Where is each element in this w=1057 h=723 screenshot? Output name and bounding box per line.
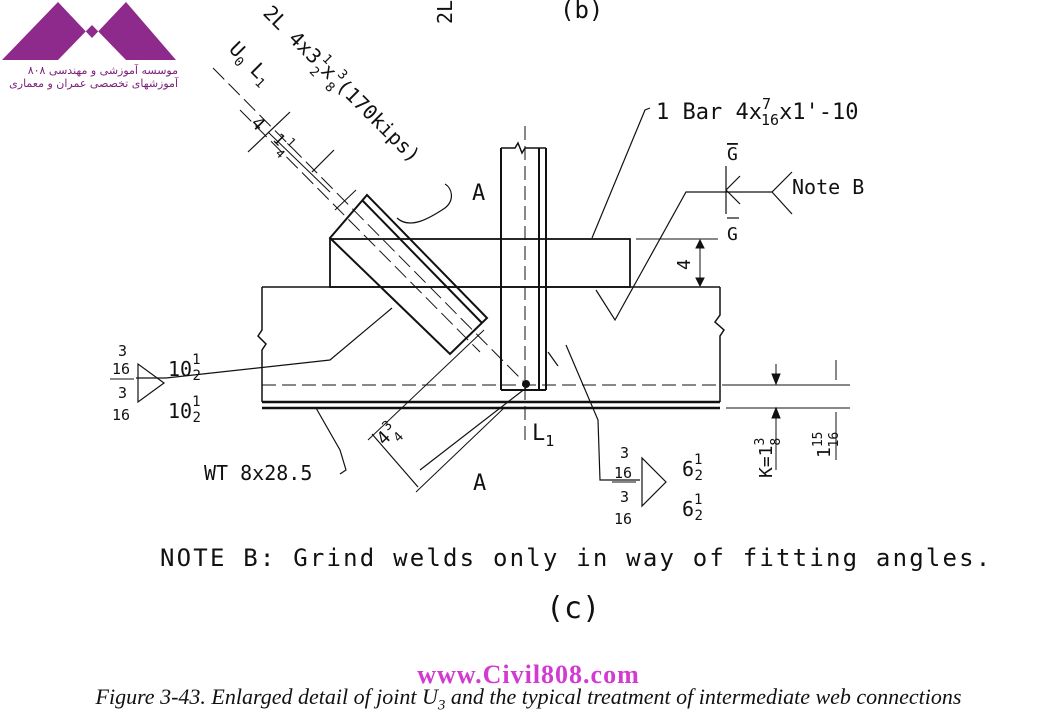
l1-label: L1 <box>532 421 554 450</box>
note-b-text: NOTE B: Grind welds only in way of fitti… <box>160 544 992 572</box>
top-2l-label: 2L <box>433 0 457 24</box>
vertical-member <box>500 126 547 440</box>
weld-symbol-right <box>641 456 667 508</box>
svg-text:3: 3 <box>620 488 629 506</box>
wt-chord <box>257 286 850 410</box>
weld-symbol-left <box>137 362 166 404</box>
svg-text:16: 16 <box>614 510 632 528</box>
dim-right-4: 4 <box>674 259 695 270</box>
svg-text:4: 4 <box>246 113 269 136</box>
top-view-label-b: (b) <box>560 0 603 24</box>
wt-label: WT 8x28.5 <box>204 461 312 485</box>
svg-text:16: 16 <box>112 406 130 424</box>
figure-caption: Figure 3-43. Enlarged detail of joint U3… <box>95 684 962 714</box>
website-watermark: www.Civil808.com <box>417 660 640 689</box>
svg-text:434: 434 <box>371 418 408 455</box>
view-label-c: (c) <box>546 591 600 626</box>
dim-4-3-4: 434 <box>371 418 408 455</box>
k-dimension: K=138 <box>753 438 784 478</box>
leader-lines <box>136 107 793 481</box>
grind-symbol-bottom: G <box>727 224 738 245</box>
svg-text:3: 3 <box>118 342 127 360</box>
section-mark-a-bottom: A <box>473 471 486 496</box>
dim-1-15-16: 11516 <box>811 432 842 459</box>
institute-name: موسسه آموزشی و مهندسی ۸۰۸ آموزشهای تخصصی… <box>2 64 178 90</box>
svg-text:16: 16 <box>614 464 632 482</box>
dim-4: 4 <box>246 113 269 136</box>
diagonal-angles <box>212 67 527 493</box>
svg-text:16: 16 <box>112 360 130 378</box>
svg-text:612: 612 <box>682 492 703 524</box>
institute-name-line1: موسسه آموزشی و مهندسی ۸۰۸ <box>27 64 178 77</box>
right-dimensions <box>636 238 850 470</box>
grind-symbol-top: G <box>727 144 738 165</box>
svg-text:11516: 11516 <box>811 432 842 459</box>
bar-plate <box>329 238 631 288</box>
note-b-reference: Note B <box>792 175 864 199</box>
institute-logo <box>2 2 176 60</box>
section-mark-a-top: A <box>472 181 485 206</box>
member-designation: U0L1 <box>222 37 277 92</box>
svg-text:3: 3 <box>118 384 127 402</box>
svg-text:K=138: K=138 <box>753 438 784 478</box>
angles-callout: 2L 4x312x38(170kips) <box>254 0 427 172</box>
work-point <box>522 380 530 388</box>
svg-text:U0L1: U0L1 <box>222 37 277 92</box>
svg-text:612: 612 <box>682 452 703 484</box>
institute-name-line2: آموزشهای تخصصی عمران و معماری <box>9 77 178 90</box>
svg-text:3: 3 <box>620 444 629 462</box>
svg-text:2L 4x312x38(170kips): 2L 4x312x38(170kips) <box>254 0 427 172</box>
